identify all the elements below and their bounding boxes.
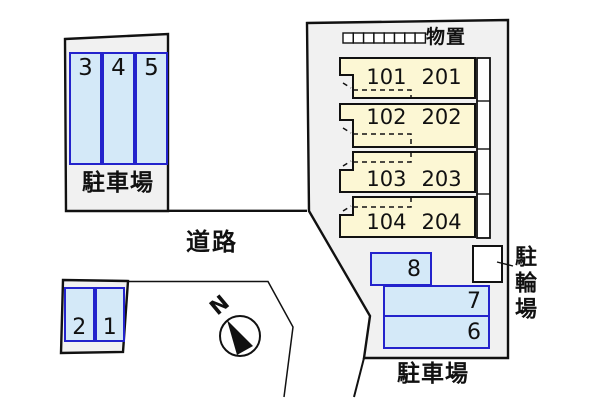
room-number-upper: 202 xyxy=(421,105,462,129)
bicycle-parking-label: 駐輪場 xyxy=(511,245,536,323)
parking-stall: 1 xyxy=(94,287,125,342)
road-label: 道路 xyxy=(186,228,238,256)
stall-number: 7 xyxy=(467,288,481,314)
stair-strip xyxy=(476,57,491,239)
stall-number: 6 xyxy=(467,319,481,345)
room-number-upper: 203 xyxy=(421,167,462,191)
parking-label-bottom: 駐車場 xyxy=(397,361,469,387)
parking-stall: 8 xyxy=(370,252,432,286)
entry-path-103 xyxy=(342,148,412,167)
site-boundary-extension xyxy=(353,357,365,398)
road-edge-lower xyxy=(128,280,294,398)
bicycle-parking-box xyxy=(472,245,503,283)
stall-number: 3 xyxy=(78,55,93,81)
storage-label: 物置 xyxy=(426,26,467,48)
unit-102-label: 102 202 xyxy=(353,104,475,130)
room-number-upper: 204 xyxy=(421,210,462,234)
parking-block-bottom-left: 2 1 xyxy=(64,287,125,342)
room-number-ground: 103 xyxy=(366,167,407,191)
storage-units-row xyxy=(342,32,427,44)
room-number-upper: 201 xyxy=(421,65,462,89)
unit-101-outline xyxy=(339,57,476,99)
parking-stall: 5 xyxy=(135,52,168,165)
stall-number: 2 xyxy=(72,315,87,340)
parking-label-top-left: 駐車場 xyxy=(82,170,154,196)
parking-block-top-left: 3 4 5 xyxy=(69,52,168,165)
entry-path-101 xyxy=(342,82,412,98)
stall-number: 4 xyxy=(111,55,126,81)
stall-number: 5 xyxy=(144,55,159,81)
room-number-ground: 102 xyxy=(366,105,407,129)
unit-102-outline xyxy=(339,103,476,148)
bicycle-label-pointer xyxy=(496,261,514,267)
unit-104-label: 104 204 xyxy=(353,209,475,235)
room-number-ground: 104 xyxy=(366,210,407,234)
unit-103-label: 103 203 xyxy=(353,166,475,192)
parking-stall: 3 xyxy=(69,52,102,165)
room-number-ground: 101 xyxy=(366,65,407,89)
north-needle-icon xyxy=(227,320,253,355)
parking-stall: 7 xyxy=(383,285,490,317)
unit-101-label: 101 201 xyxy=(353,64,475,90)
entry-path-104 xyxy=(342,193,412,212)
entry-path-102 xyxy=(342,127,412,147)
parking-stall: 6 xyxy=(383,315,490,349)
parking-stall: 2 xyxy=(64,287,95,342)
parking-stall: 4 xyxy=(102,52,135,165)
stall-number: 1 xyxy=(102,315,117,340)
stall-number: 8 xyxy=(407,256,421,282)
